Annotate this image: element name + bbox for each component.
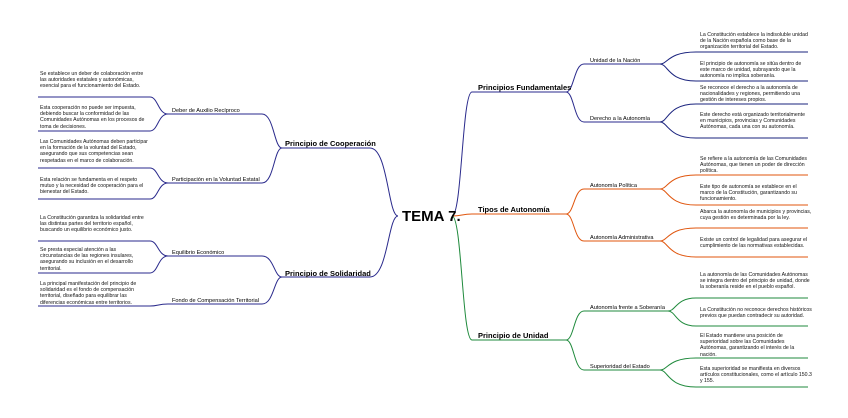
leaf-text[interactable]: Se establece un deber de colaboración en… [40,71,144,90]
leaf-text[interactable]: Esta superioridad se manifiesta en diver… [700,366,812,385]
leaf-text[interactable]: Se reconoce el derecho a la autonomía de… [700,85,801,104]
leaf-text[interactable]: La Constitución garantiza la solidaridad… [40,215,144,234]
leaf-text[interactable]: Se presta especial atención a las circun… [40,247,134,272]
leaf-text[interactable]: Se refiere a la autonomía de las Comunid… [700,156,807,175]
sub-autonomia-frente-a-soberania[interactable]: Autonomía frente a Soberanía [590,305,665,311]
leaf-text[interactable]: Este tipo de autonomía se establece en e… [700,184,797,203]
sub-derecho-a-la-autonomia[interactable]: Derecho a la Autonomía [590,116,651,122]
branch-principios-fundamentales[interactable]: Principios Fundamentales [478,83,572,92]
link-central-cooperacion [369,147,399,217]
sub-fondo-de-compensacion-territorial[interactable]: Fondo de Compensación Territorial [172,298,259,304]
sub-superioridad-del-estado[interactable]: Superioridad del Estado [590,364,650,370]
branch-tipos-de-autonomia[interactable]: Tipos de Autonomía [478,205,550,214]
link-central-fundamentales [451,91,473,217]
leaf-text[interactable]: Las Comunidades Autónomas deben particip… [40,139,148,164]
leaf-text[interactable]: La Constitución establece la indisoluble… [700,32,808,51]
leaf-text[interactable]: Abarca la autonomía de municipios y prov… [700,209,812,222]
leaf-text[interactable]: El Estado mantiene una posición de super… [700,333,795,358]
sub-deber-de-auxilio-reciproco[interactable]: Deber de Auxilio Recíproco [172,108,240,114]
sub-unidad-de-la-nacion[interactable]: Unidad de la Nación [590,58,641,64]
leaf-text[interactable]: La autonomía de las Comunidades Autónoma… [700,272,810,291]
leaf-text[interactable]: Esta cooperación no puede ser impuesta, … [40,105,145,130]
link-central-tipos [451,213,473,217]
branch-principio-de-cooperacion[interactable]: Principio de Cooperación [285,139,376,148]
leaf-text[interactable]: Existe un control de legalidad para aseg… [700,237,807,250]
sub-equilibrio-economico[interactable]: Equilibrio Económico [172,250,225,256]
central-topic[interactable]: TEMA 7. [402,208,461,225]
branch-principio-de-unidad[interactable]: Principio de Unidad [478,331,549,340]
leaf-text[interactable]: La principal manifestación del principio… [40,281,137,306]
leaf-text[interactable]: El principio de autonomía se sitúa dentr… [700,61,802,80]
branch-principio-de-solidaridad[interactable]: Principio de Solidaridad [285,269,371,278]
sub-participacion-en-la-voluntad-estatal[interactable]: Participación en la Voluntad Estatal [172,177,260,183]
link-central-solidaridad [369,215,399,278]
link-central-unidad [451,215,473,341]
leaf-text[interactable]: Esta relación se fundamenta en el respet… [40,177,144,196]
leaf-text[interactable]: Este derecho está organizado territorial… [700,112,805,131]
leaf-text[interactable]: La Constitución no reconoce derechos his… [700,307,812,320]
sub-autonomia-politica[interactable]: Autonomía Política [590,183,637,189]
sub-autonomia-administrativa[interactable]: Autonomía Administrativa [590,235,654,241]
